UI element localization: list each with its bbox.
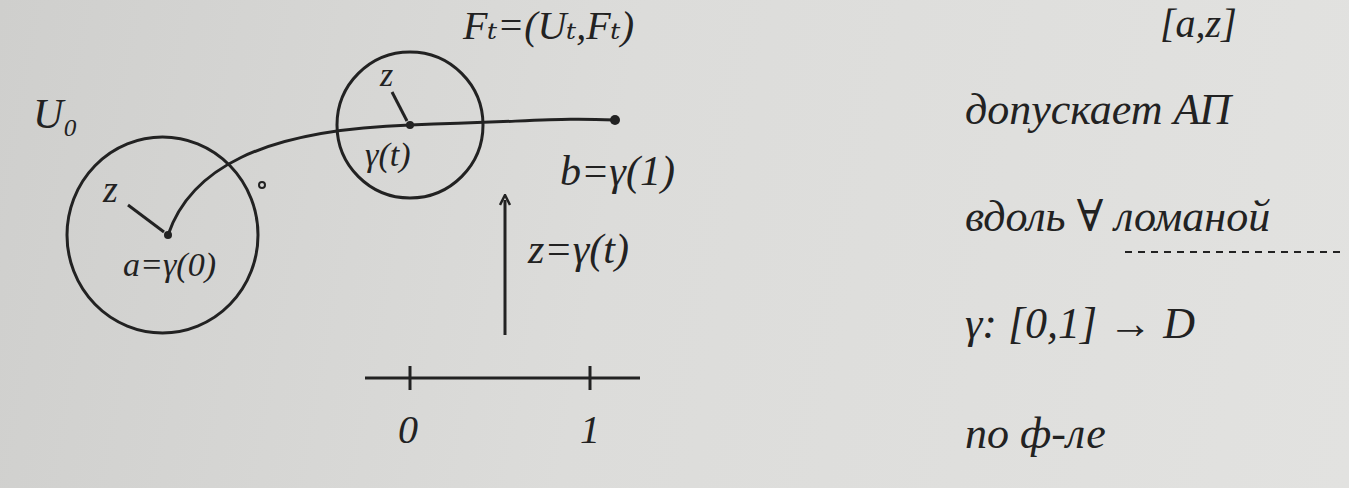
segment bbox=[392, 92, 407, 121]
segment bbox=[128, 205, 164, 232]
note-text: [a,z] bbox=[1160, 4, 1237, 44]
circle-outline bbox=[335, 50, 485, 200]
mapping-arrow bbox=[504, 200, 507, 335]
note-text: 1 bbox=[580, 410, 600, 450]
note-text: по ф-ле bbox=[965, 412, 1106, 456]
circle-heading: U₀ bbox=[33, 93, 78, 135]
note-text: γ: [0,1] → D bbox=[965, 302, 1195, 346]
dashed-underline bbox=[1125, 251, 1340, 253]
circle-outline bbox=[65, 135, 260, 335]
circle-heading: Fₜ=(Uₜ,Fₜ) bbox=[463, 6, 634, 46]
point-a bbox=[164, 231, 172, 239]
note-text: b=γ(1) bbox=[560, 150, 675, 192]
neighbourhood-circle: Fₜ=(Uₜ,Fₜ)zγ(t) bbox=[335, 50, 485, 200]
path-curve bbox=[168, 119, 615, 235]
point-gamma-t bbox=[406, 121, 414, 129]
point-b bbox=[610, 115, 620, 125]
tick bbox=[589, 366, 592, 390]
axis bbox=[365, 377, 640, 380]
tick bbox=[409, 366, 412, 390]
note-text: z=γ(t) bbox=[528, 228, 629, 270]
note-text: допускает АП bbox=[965, 88, 1231, 132]
note-text: 0 bbox=[398, 410, 418, 450]
neighbourhood-circle: U₀za=γ(0) bbox=[65, 135, 260, 335]
note-text: вдоль ∀ ломаной bbox=[965, 195, 1270, 239]
crossing-mark bbox=[259, 182, 265, 188]
point-label: z bbox=[103, 170, 118, 208]
point-label: γ(t) bbox=[365, 138, 411, 172]
point-label: a=γ(0) bbox=[123, 248, 216, 282]
point-label: z bbox=[380, 58, 393, 92]
